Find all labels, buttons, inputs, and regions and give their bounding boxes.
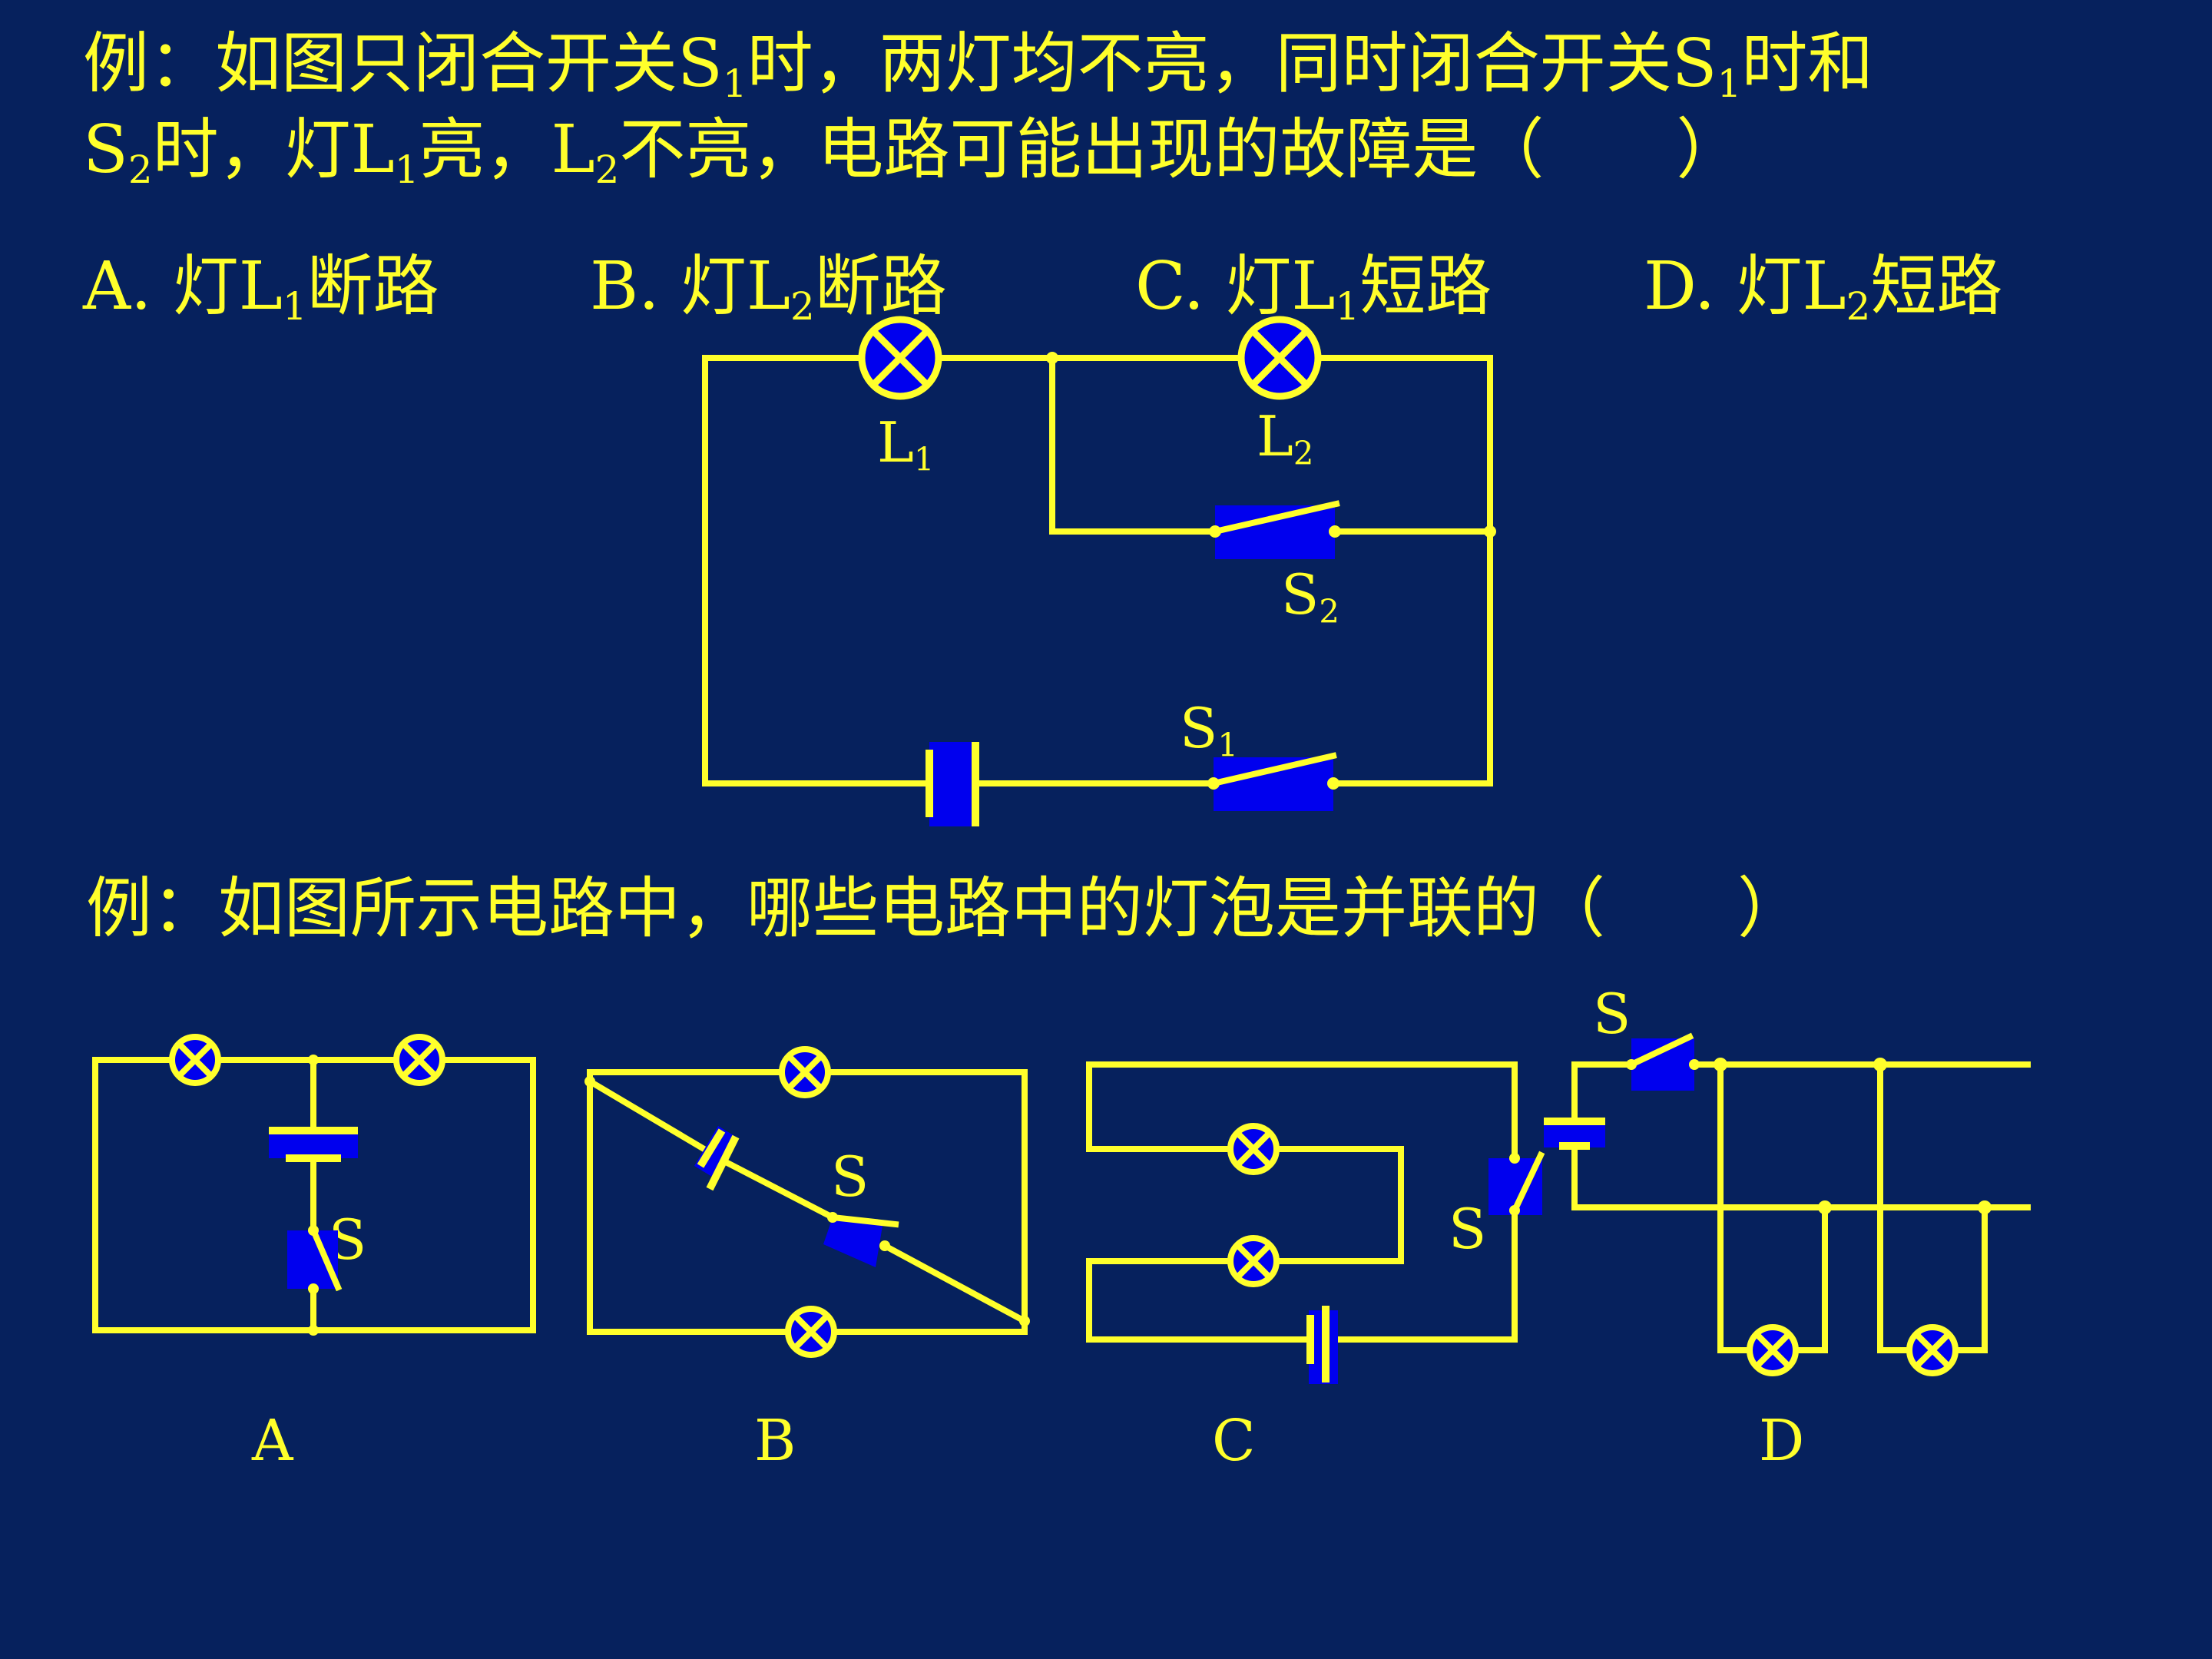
junction-dot (1484, 525, 1496, 538)
label-l1: L1 (877, 410, 935, 478)
option-c: C. 灯L1短路 (1135, 248, 1492, 329)
circuit-q1-wires (702, 355, 1493, 786)
circuit-a (92, 1037, 536, 1336)
switch-s2-icon (1209, 500, 1341, 559)
junction-dot (1873, 1058, 1887, 1071)
switch-c-icon (1488, 1151, 1545, 1216)
circuit-c (1086, 1061, 1545, 1384)
junction-dot (584, 1076, 595, 1087)
junction-dot (1714, 1058, 1727, 1071)
junction-dot (1818, 1200, 1832, 1214)
label-l2: L2 (1257, 404, 1314, 472)
option-b: B. 灯L2断路 (590, 248, 947, 329)
option-a: A. 灯L1断路 (83, 248, 439, 329)
switch-d-icon (1626, 1032, 1700, 1091)
lamp-icon (172, 1037, 218, 1083)
label-s-circuit-d: S (1593, 982, 1631, 1046)
q1-text-line2: S2时，灯L1亮，L2不亮，电路可能出现的故障是（ ） (83, 111, 1743, 192)
lamp-l2-icon (1241, 320, 1318, 396)
lamp-icon (1750, 1327, 1796, 1373)
lamp-icon (782, 1049, 828, 1095)
battery-d-icon (1544, 1118, 1605, 1150)
junction-dot (1046, 352, 1058, 364)
caption-c: C (1212, 1408, 1256, 1474)
circuit-q1 (702, 320, 1496, 826)
battery-q1-icon (926, 742, 979, 826)
caption-a: A (252, 1408, 293, 1474)
label-s2: S2 (1281, 562, 1339, 631)
battery-c-icon (1306, 1306, 1338, 1384)
lamp-icon (1909, 1327, 1955, 1373)
junction-dot (308, 1055, 319, 1065)
lamp-icon (788, 1309, 834, 1355)
lamp-icon (396, 1037, 442, 1083)
option-d: D. 灯L2短路 (1644, 248, 2003, 329)
lamp-l1-icon (862, 320, 939, 396)
circuit-d (1544, 1032, 2031, 1373)
q1-text-line1: 例：如图只闭合开关S1时，两灯均不亮，同时闭合开关S1时和 (83, 25, 1874, 106)
caption-d: D (1759, 1408, 1805, 1474)
battery-a-icon (269, 1127, 358, 1162)
q2-question: 例：如图所示电路中，哪些电路中的灯泡是并联的（ ） (86, 870, 1803, 947)
switch-b-icon (823, 1212, 899, 1267)
switch-s1-icon (1207, 752, 1339, 811)
junction-dot (308, 1325, 319, 1336)
label-s-circuit-c: S (1449, 1197, 1487, 1261)
caption-b: B (754, 1408, 796, 1474)
circuit-b (584, 1049, 1030, 1355)
label-s-circuit-b: S (831, 1144, 869, 1209)
lamp-icon (1230, 1126, 1277, 1172)
battery-b-icon (694, 1126, 740, 1191)
lamp-icon (1230, 1238, 1277, 1284)
junction-dot (1019, 1316, 1030, 1326)
switch-a-icon (287, 1225, 343, 1294)
junction-dot (1978, 1200, 1992, 1214)
